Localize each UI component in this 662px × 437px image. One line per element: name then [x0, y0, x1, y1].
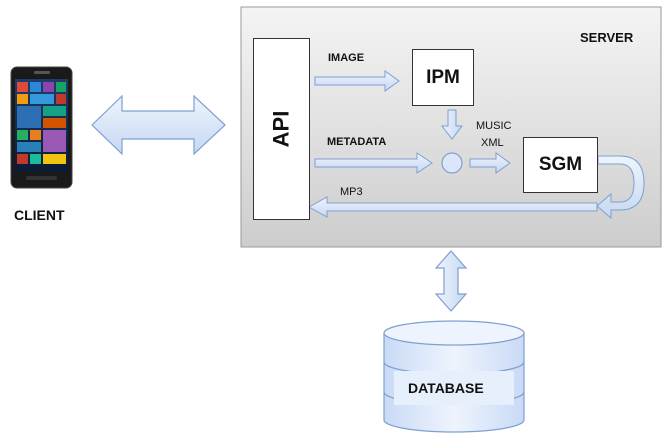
music-flow-label: MUSIC	[476, 120, 512, 132]
client-label: CLIENT	[14, 207, 65, 223]
metadata-flow-label: METADATA	[327, 136, 387, 148]
ipm-down-arrow	[440, 109, 464, 140]
music-xml-arrow	[469, 152, 511, 174]
ipm-box: IPM	[412, 49, 474, 106]
merge-node	[441, 152, 463, 174]
server-database-arrow	[434, 250, 468, 312]
sgm-box: SGM	[523, 137, 598, 193]
mp3-arrow	[307, 196, 598, 218]
image-flow-label: IMAGE	[328, 52, 365, 64]
api-box: API	[253, 38, 310, 220]
mp3-flow-label: MP3	[340, 186, 363, 198]
sgm-label: SGM	[538, 154, 583, 175]
client-server-double-arrow	[91, 94, 226, 156]
ipm-label: IPM	[426, 66, 460, 88]
phone-icon	[10, 66, 73, 189]
sgm-loop-arrow	[596, 155, 645, 220]
database-icon	[383, 320, 525, 433]
database-label: DATABASE	[408, 380, 484, 396]
api-label: API	[268, 110, 294, 148]
metadata-arrow	[314, 152, 433, 174]
server-label: SERVER	[580, 30, 634, 45]
xml-flow-label: XML	[481, 137, 504, 149]
image-arrow	[314, 70, 400, 92]
